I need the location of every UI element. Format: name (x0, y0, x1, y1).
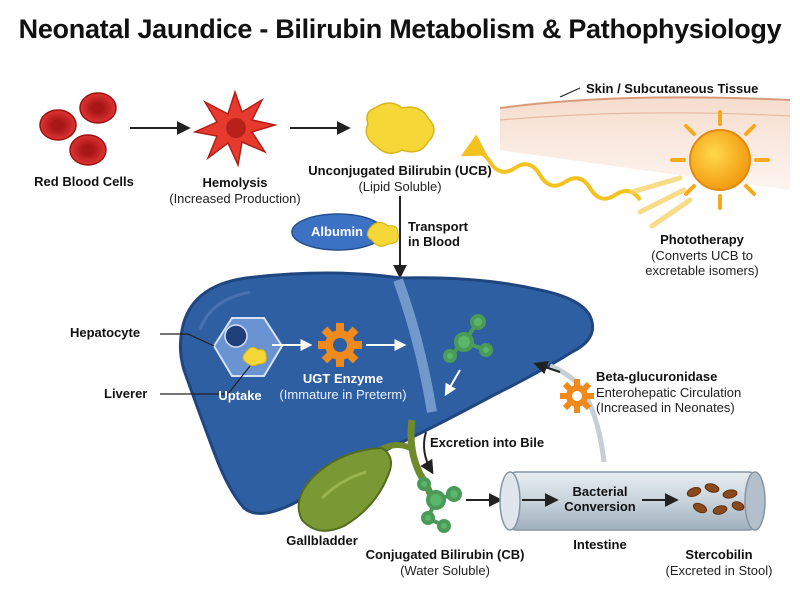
gallbladder-icon (297, 446, 392, 532)
red-blood-cells-icon (39, 92, 117, 166)
ugt-enzyme-gear-icon (318, 323, 362, 367)
rbc-label: Red Blood Cells (34, 174, 134, 189)
intracellular-bilirubin-icon (242, 346, 267, 367)
liverer-label: Liverer (104, 386, 148, 401)
cb-sublabel: (Water Soluble) (400, 563, 490, 579)
leader-hepatocyte (160, 333, 215, 347)
diagram-title: Neonatal Jaundice - Bilirubin Metabolism… (18, 14, 782, 44)
hemolysis-label-group: Hemolysis (Increased Production) (160, 174, 310, 207)
stercobilin-pellets-icon (686, 483, 745, 515)
cb-label: Conjugated Bilirubin (CB) (365, 547, 525, 562)
intestine-tube-icon (499, 471, 766, 531)
hepatocyte-label: Hepatocyte (70, 325, 141, 340)
conjugated-molecule-liver-icon (443, 314, 493, 363)
hemolysis-burst-icon (192, 89, 278, 168)
cb-label-group: Conjugated Bilirubin (CB) (Water Soluble… (350, 546, 540, 579)
sun-icon (670, 110, 770, 210)
stercobilin-label: Stercobilin (685, 547, 753, 562)
arrow-excretion-into-bile (420, 431, 434, 475)
beta-label: Beta-glucuronidase (596, 369, 718, 384)
phototherapy-label: Phototherapy (660, 232, 744, 247)
beta-sublabel: Enterohepatic Circulation (Increased in … (596, 385, 742, 416)
phototherapy-sublabel: (Converts UCB to excretable isomers) (645, 248, 759, 279)
phototherapy-label-group: Phototherapy (Converts UCB to excretable… (622, 231, 782, 279)
ugt-label-group: UGT Enzyme (Immature in Preterm) (268, 370, 418, 403)
arrow-to-bile (444, 369, 461, 397)
gallbladder-label: Gallbladder (286, 533, 358, 548)
light-wave-arrow (460, 134, 642, 202)
arrow-enterohepatic-return (533, 360, 561, 375)
transport-label: Transport in Blood (408, 219, 468, 249)
albumin-label: Albumin (311, 224, 363, 239)
ugt-label: UGT Enzyme (302, 371, 384, 386)
conjugated-bilirubin-icon (417, 477, 462, 533)
hepatocyte-nucleus-icon (224, 324, 248, 348)
ucb-label-group: Unconjugated Bilirubin (UCB) (Lipid Solu… (300, 162, 500, 195)
leader-liverer (160, 365, 251, 395)
hemolysis-label: Hemolysis (202, 175, 268, 190)
beta-glucuronidase-gear-icon (560, 379, 594, 413)
stercobilin-label-group: Stercobilin (Excreted in Stool) (646, 546, 792, 579)
uptake-label: Uptake (218, 388, 262, 403)
beta-label-group: Beta-glucuronidase Enterohepatic Circula… (596, 368, 796, 416)
unconjugated-bilirubin-icon (365, 102, 435, 154)
skin-label: Skin / Subcutaneous Tissue (586, 81, 759, 96)
stercobilin-sublabel: (Excreted in Stool) (665, 563, 773, 579)
excretion-label: Excretion into Bile (430, 435, 545, 450)
ucb-label: Unconjugated Bilirubin (UCB) (308, 163, 492, 178)
intestine-label: Intestine (573, 537, 627, 552)
ucb-sublabel: (Lipid Soluble) (358, 179, 442, 195)
liver-shape (178, 271, 595, 515)
ugt-sublabel: (Immature in Preterm) (279, 387, 407, 403)
bacterial-label: Bacterial Conversion (564, 484, 636, 514)
hemolysis-sublabel: (Increased Production) (169, 191, 301, 207)
phototherapy-rays (629, 175, 693, 229)
bound-bilirubin-icon (366, 221, 399, 247)
